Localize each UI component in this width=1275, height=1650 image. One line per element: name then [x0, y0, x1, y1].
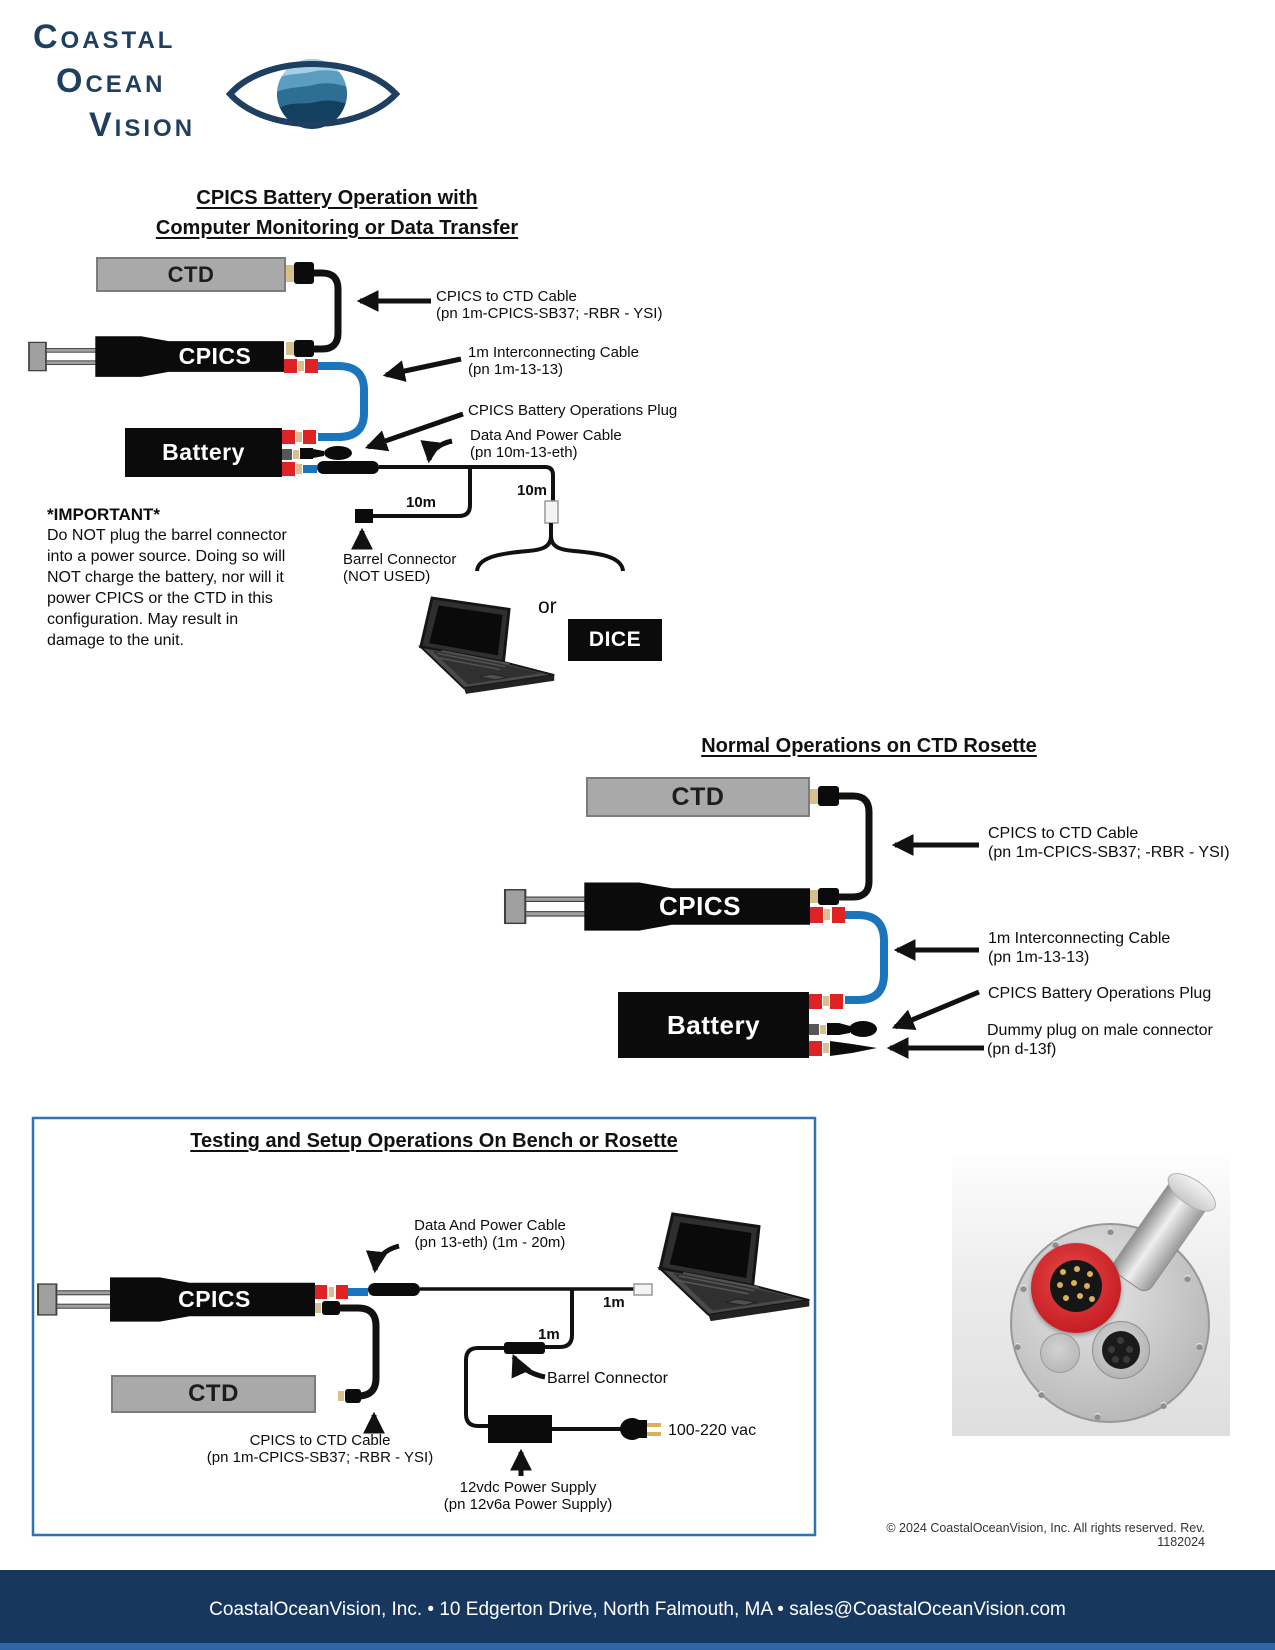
cpics-to-ctd-cable [340, 1304, 380, 1400]
cpics-connectors [315, 1283, 420, 1315]
diagram3-border [31, 1116, 817, 1537]
arrow [382, 356, 462, 382]
arrow [891, 989, 980, 1030]
or-label: or [538, 595, 557, 618]
diagram2-title: Normal Operations on CTD Rosette [701, 735, 1037, 757]
curved-arrow [365, 1243, 400, 1274]
ctd-box [586, 777, 810, 817]
ctd-label: CTD [167, 261, 215, 287]
length-label: 1m [538, 1326, 560, 1343]
cpics-connectors [810, 888, 845, 923]
cpics-label: CPICS [178, 1286, 251, 1312]
psu-label: 12vdc Power Supply (pn 12v6a Power Suppl… [443, 1479, 613, 1513]
cpics-label: CPICS [178, 343, 252, 369]
dummy-plug [830, 1041, 877, 1056]
cpics-to-ctd-cable [839, 792, 873, 901]
company-logo: Coastal Ocean Vision [30, 14, 450, 154]
photo-red-connector [1031, 1243, 1121, 1333]
footer-contact-text: CoastalOceanVision, Inc. • 10 Edgerton D… [209, 1599, 1066, 1620]
ctd-cable-label: CPICS to CTD Cable (pn 1m-CPICS-SB37; -R… [436, 288, 663, 322]
data-power-label: Data And Power Cable (pn 13-eth) (1m - 2… [414, 1217, 566, 1251]
battery-plug-label: CPICS Battery Operations Plug [468, 402, 678, 419]
battery-label: Battery [666, 1009, 761, 1040]
dice-label: DICE [588, 628, 642, 651]
battery-operations-plug [300, 448, 313, 459]
photo-blank-port [1040, 1333, 1080, 1373]
ctd-connector [810, 786, 839, 806]
footer-bar: CoastalOceanVision, Inc. • 10 Edgerton D… [0, 1570, 1275, 1650]
ethernet-connector [544, 500, 559, 524]
copyright-text: © 2024 CoastalOceanVision, Inc. All righ… [886, 1521, 1205, 1549]
barrel-branch-cable [373, 467, 472, 518]
curved-arrow [511, 1353, 546, 1380]
interconnecting-cable [318, 362, 368, 441]
logo-word-coastal: Coastal [33, 18, 176, 56]
important-note: *IMPORTANT* Do NOT plug the barrel conne… [47, 505, 287, 649]
power-supply [488, 1415, 552, 1443]
ctd-label: CTD [188, 1380, 239, 1407]
laptop-icon [658, 1212, 811, 1323]
diagram3-title: Testing and Setup Operations On Bench or… [190, 1130, 678, 1152]
barrel-label: Barrel Connector [547, 1370, 668, 1387]
ctd-label: CTD [671, 782, 725, 811]
interconnecting-cable [845, 911, 888, 1004]
battery-box [618, 992, 809, 1058]
battery-connectors [809, 994, 877, 1056]
footer-accent-strip [0, 1643, 1275, 1650]
length-label: 10m [517, 482, 548, 499]
ctd-connector [286, 262, 314, 284]
diagram1-title: CPICS Battery Operation with Computer Mo… [155, 187, 519, 239]
eye-logo-icon [225, 59, 401, 129]
diagram2-graphics [503, 777, 984, 1060]
cpics-to-ctd-cable [314, 269, 342, 353]
ac-plug [620, 1418, 661, 1440]
battery-box [125, 428, 282, 477]
ctd-box [111, 1375, 316, 1413]
length-label: 1m [603, 1294, 625, 1311]
arrow [364, 411, 464, 452]
interconnect-label: 1m Interconnecting Cable (pn 1m-13-13) [988, 930, 1171, 966]
data-power-cable [379, 465, 555, 501]
dice-box [568, 619, 662, 661]
ctd-box [96, 257, 286, 292]
barrel-label: Barrel Connector (NOT USED) [343, 551, 457, 585]
barrel-connector [355, 509, 373, 523]
battery-connectors [282, 430, 379, 476]
interconnect-label: 1m Interconnecting Cable (pn 1m-13-13) [468, 344, 639, 378]
battery-operations-plug [827, 1023, 839, 1035]
power-branch-cable [545, 1289, 574, 1349]
important-title: *IMPORTANT* [47, 505, 161, 524]
ctd-cable-label: CPICS to CTD Cable (pn 1m-CPICS-SB37; -R… [988, 825, 1230, 861]
diagram1-graphics [28, 257, 662, 696]
dummy-plug-label: Dummy plug on male connector (pn d-13f) [987, 1022, 1213, 1058]
photo-black-connector [1092, 1321, 1150, 1379]
laptop-icon [419, 596, 556, 696]
split-cable-right [549, 535, 625, 572]
data-power-label: Data And Power Cable (pn 10m-13-eth) [470, 427, 622, 461]
ethernet-connector [633, 1283, 653, 1296]
length-label: 10m [406, 494, 437, 511]
cpics-label: CPICS [659, 891, 741, 921]
ctd-connector [338, 1389, 361, 1403]
vac-label: 100-220 vac [668, 1422, 757, 1439]
diagram3-graphics [31, 1116, 817, 1537]
split-cable-left [475, 535, 553, 572]
battery-label: Battery [162, 439, 245, 465]
logo-word-ocean: Ocean [56, 62, 166, 100]
ctd-cable-label: CPICS to CTD Cable (pn 1m-CPICS-SB37; -R… [206, 1432, 434, 1466]
battery-plug-label: CPICS Battery Operations Plug [988, 985, 1212, 1002]
logo-word-vision: Vision [89, 106, 196, 144]
barrel-connector [504, 1342, 545, 1354]
cpics-connectors [284, 340, 318, 373]
curved-arrow [420, 438, 453, 464]
endcap-photo [952, 1158, 1230, 1436]
